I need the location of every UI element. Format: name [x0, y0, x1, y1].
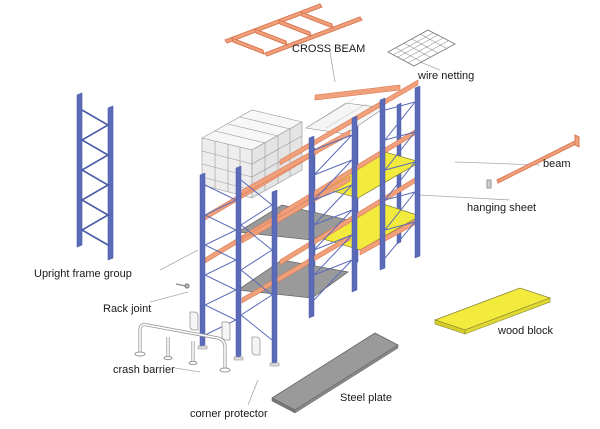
label-cross-beam: CROSS BEAM: [292, 43, 365, 55]
upright-frame-group-part: [76, 92, 114, 261]
cross-beam-part: [224, 3, 363, 57]
hanging-sheet-part: [486, 179, 492, 189]
rack-joint-part: [175, 283, 190, 289]
label-steel-plate: Steel plate: [340, 392, 392, 404]
label-beam: beam: [543, 158, 571, 170]
steel-plate-part: [271, 332, 399, 414]
beam-part: [496, 134, 580, 184]
label-hanging-sheet: hanging sheet: [467, 202, 536, 214]
label-rack-joint: Rack joint: [103, 303, 151, 315]
wood-block-part: [433, 287, 552, 335]
label-wire-netting: wire netting: [417, 70, 474, 82]
wire-netting-part: [387, 29, 456, 67]
main-rack: [197, 79, 422, 367]
crash-barrier-part: [134, 322, 231, 373]
label-wood-block: wood block: [497, 325, 554, 337]
label-corner-protector: corner protector: [190, 408, 268, 420]
label-crash-barrier: crash barrier: [113, 364, 175, 376]
label-upright-frame-group: Upright frame group: [34, 268, 132, 280]
corner-protector-part: [189, 311, 261, 356]
